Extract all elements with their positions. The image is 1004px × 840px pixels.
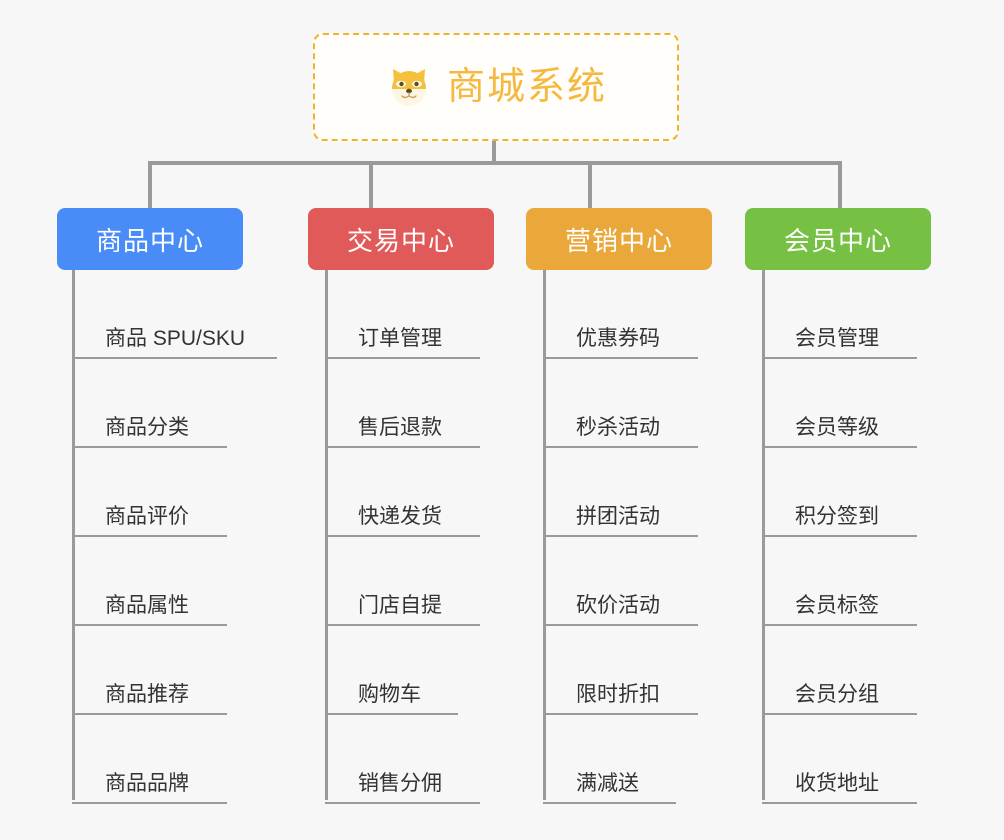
leaf-item-label: 积分签到 <box>795 504 879 528</box>
leaf-item[interactable]: 商品属性 <box>72 537 227 626</box>
leaf-item-label: 售后退款 <box>358 415 442 439</box>
leaf-item-label: 会员等级 <box>795 415 879 439</box>
connector-drop-0 <box>148 161 152 208</box>
leaf-item-label: 会员标签 <box>795 593 879 617</box>
shiba-dog-face-icon <box>385 63 433 111</box>
connector-drop-2 <box>588 161 592 208</box>
connector-drop-1 <box>369 161 373 208</box>
leaf-item-label: 门店自提 <box>358 593 442 617</box>
leaf-item[interactable]: 商品推荐 <box>72 626 227 715</box>
leaf-item-label: 拼团活动 <box>576 504 660 528</box>
leaf-item[interactable]: 商品评价 <box>72 448 227 537</box>
root-title: 商城系统 <box>446 66 607 108</box>
leaf-item-label: 限时折扣 <box>576 682 660 706</box>
leaf-item-label: 会员管理 <box>795 326 879 350</box>
category-label: 交易中心 <box>346 225 455 256</box>
leaf-item-label: 销售分佣 <box>358 771 442 795</box>
connector-drop-3 <box>838 161 842 208</box>
leaf-item-label: 商品品牌 <box>105 771 189 795</box>
leaf-item[interactable]: 门店自提 <box>325 537 480 626</box>
leaf-item[interactable]: 会员管理 <box>762 270 917 359</box>
leaf-item[interactable]: 优惠券码 <box>543 270 698 359</box>
root-node[interactable]: 商城系统 <box>313 33 679 141</box>
leaf-item[interactable]: 限时折扣 <box>543 626 698 715</box>
category-box-1[interactable]: 交易中心 <box>308 208 494 270</box>
leaf-item-label: 商品 SPU/SKU <box>105 326 246 350</box>
leaf-item[interactable]: 商品分类 <box>72 359 227 448</box>
leaf-item-label: 收货地址 <box>795 771 879 795</box>
leaf-item-label: 订单管理 <box>358 326 442 350</box>
category-label: 营销中心 <box>564 225 673 256</box>
category-label: 会员中心 <box>783 225 892 256</box>
connector-root-stem <box>492 141 496 164</box>
leaf-item[interactable]: 订单管理 <box>325 270 480 359</box>
connector-horizontal-bar <box>148 161 840 165</box>
leaf-item[interactable]: 售后退款 <box>325 359 480 448</box>
leaf-item-label: 购物车 <box>358 682 421 706</box>
leaf-item-label: 商品属性 <box>105 593 189 617</box>
leaf-item[interactable]: 积分签到 <box>762 448 917 537</box>
leaf-item-label: 会员分组 <box>795 682 879 706</box>
leaf-item[interactable]: 会员标签 <box>762 537 917 626</box>
leaf-item[interactable]: 会员等级 <box>762 359 917 448</box>
leaf-item[interactable]: 快递发货 <box>325 448 480 537</box>
leaf-item[interactable]: 会员分组 <box>762 626 917 715</box>
leaf-item-label: 快递发货 <box>358 504 442 528</box>
leaf-item-label: 优惠券码 <box>576 326 660 350</box>
leaf-item-label: 满减送 <box>576 771 639 795</box>
leaf-item[interactable]: 购物车 <box>325 626 458 715</box>
leaf-item[interactable]: 拼团活动 <box>543 448 698 537</box>
category-box-2[interactable]: 营销中心 <box>526 208 712 270</box>
leaf-item-label: 砍价活动 <box>576 593 660 617</box>
leaf-item-label: 秒杀活动 <box>576 415 660 439</box>
leaf-item[interactable]: 商品品牌 <box>72 715 227 804</box>
leaf-item[interactable]: 收货地址 <box>762 715 917 804</box>
leaf-item[interactable]: 秒杀活动 <box>543 359 698 448</box>
leaf-item[interactable]: 满减送 <box>543 715 676 804</box>
leaf-item[interactable]: 砍价活动 <box>543 537 698 626</box>
category-box-3[interactable]: 会员中心 <box>745 208 931 270</box>
category-label: 商品中心 <box>95 225 204 256</box>
leaf-item[interactable]: 商品 SPU/SKU <box>72 270 277 359</box>
category-box-0[interactable]: 商品中心 <box>57 208 243 270</box>
leaf-item-label: 商品评价 <box>105 504 189 528</box>
leaf-item-label: 商品分类 <box>105 415 189 439</box>
leaf-item[interactable]: 销售分佣 <box>325 715 480 804</box>
leaf-item-label: 商品推荐 <box>105 682 189 706</box>
